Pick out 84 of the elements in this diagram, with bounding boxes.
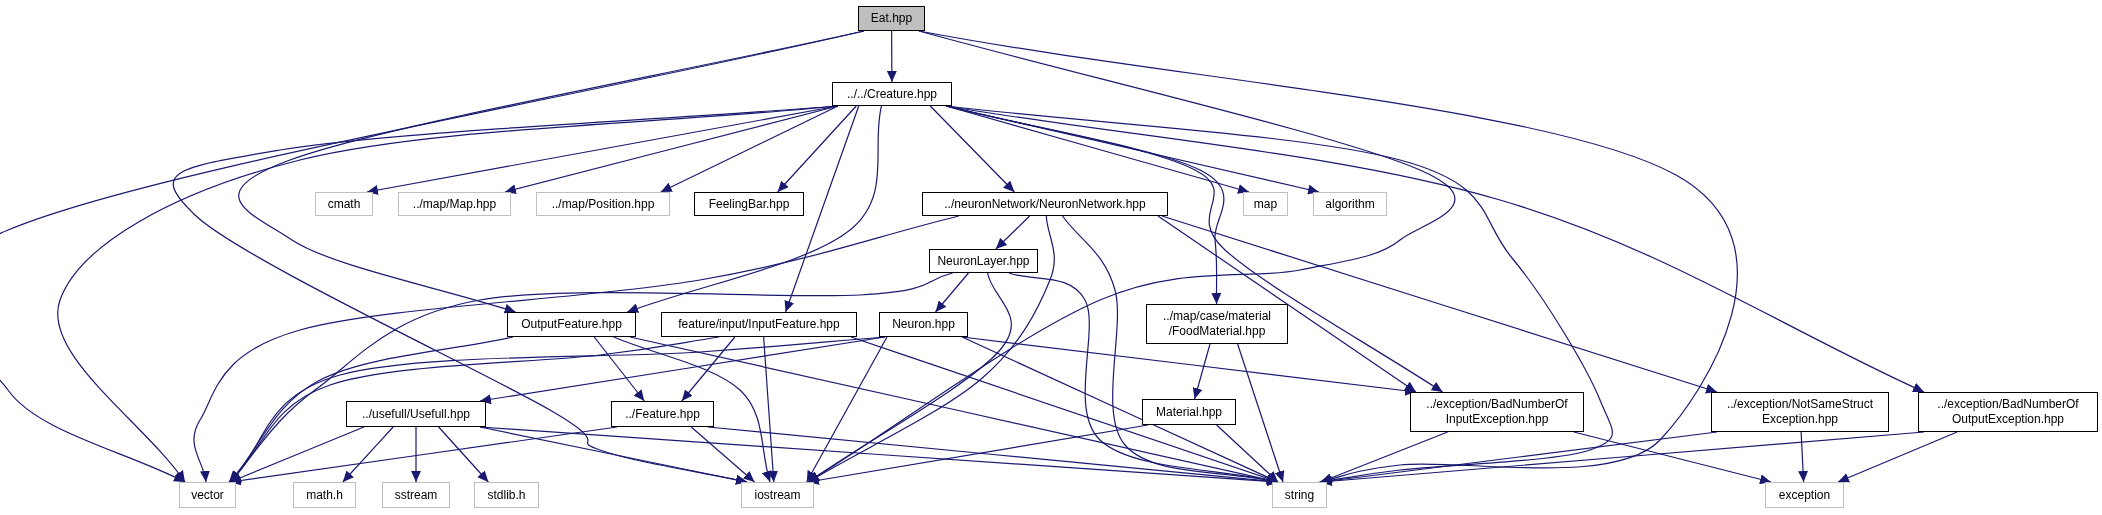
- file-box: [1272, 482, 1327, 508]
- file-name: sstream: [394, 487, 438, 503]
- arrow: [1837, 431, 1958, 483]
- file-name: ../map/Map.hpp: [412, 196, 497, 212]
- arrow: [193, 215, 960, 483]
- arrow: [690, 426, 756, 483]
- arrow: [934, 272, 970, 313]
- arrow: [763, 336, 778, 483]
- file-box: [1918, 392, 2098, 432]
- arrow: [438, 426, 489, 483]
- arrow: [1161, 215, 1718, 394]
- file-name: Eat.hpp: [870, 11, 913, 26]
- file-name: math.h: [306, 487, 343, 503]
- arrow: [626, 105, 883, 314]
- arrow: [886, 30, 897, 83]
- file-name: vector: [191, 487, 224, 503]
- file-name: map: [1253, 196, 1278, 212]
- file-box: [741, 482, 814, 508]
- file-box: [832, 82, 952, 106]
- arrow: [1320, 431, 1449, 483]
- arrow: [228, 272, 954, 483]
- arrow: [784, 105, 860, 313]
- arrow: [681, 336, 736, 402]
- file-name: ../map/Position.hpp: [551, 196, 655, 212]
- arrow: [995, 215, 1031, 250]
- file-box: [474, 482, 539, 508]
- file-name: stdlib.h: [487, 487, 526, 503]
- arrow: [613, 336, 772, 483]
- file-box: [611, 401, 714, 427]
- arrow: [1216, 424, 1279, 483]
- file-name: feature/input/InputFeature.hpp: [678, 317, 840, 332]
- arrow: [238, 30, 865, 314]
- arrow: [777, 105, 857, 193]
- file-box: [1410, 392, 1584, 432]
- file-box: [661, 312, 857, 337]
- arrow: [1237, 343, 1285, 483]
- file-box: [694, 192, 804, 216]
- arrow: [1157, 215, 1417, 393]
- file-name: cmath: [327, 196, 361, 212]
- file-box: [1711, 392, 1889, 432]
- file-name: string: [1284, 487, 1315, 503]
- file-box: [382, 482, 450, 508]
- file-box: [507, 312, 636, 337]
- file-name: ../usefull/Usefull.hpp: [361, 406, 471, 422]
- file-box: [1142, 399, 1236, 425]
- file-name: ../map/case/material /FoodMaterial.hpp: [1161, 309, 1272, 339]
- arrow: [1192, 343, 1211, 400]
- arrow: [1573, 431, 1772, 485]
- file-box: [536, 192, 670, 216]
- file-name: ../exception/BadNumberOf InputException.hpp: [1425, 397, 1569, 427]
- file-name: Material.hpp: [1155, 404, 1222, 420]
- arrow: [929, 105, 1015, 193]
- file-name: ../neuronNetwork/NeuronNetwork.hpp: [944, 196, 1146, 212]
- file-name: iostream: [754, 487, 801, 503]
- file-box: [922, 192, 1168, 216]
- file-name: exception: [1778, 487, 1831, 503]
- file-box: [315, 192, 373, 216]
- file-box: [346, 401, 486, 427]
- file-name: Neuron.hpp: [892, 317, 955, 332]
- file-box: [879, 312, 968, 337]
- arrow: [806, 336, 888, 483]
- file-box: [1146, 304, 1288, 344]
- file-box: [1243, 192, 1288, 216]
- arrow: [807, 272, 1012, 483]
- file-name: ../exception/BadNumberOf OutputException.hpp: [1936, 397, 2080, 427]
- file-name: NeuronLayer.hpp: [937, 253, 1030, 269]
- file-box: [179, 482, 236, 508]
- file-name: ../Feature.hpp: [625, 406, 700, 422]
- file-name: algorithm: [1325, 196, 1375, 212]
- arrow: [411, 426, 421, 483]
- file-box: [858, 6, 925, 31]
- file-box: [293, 482, 356, 508]
- arrow: [660, 105, 839, 193]
- file-box: [398, 192, 511, 216]
- file-name: FeelingBar.hpp: [708, 196, 790, 212]
- file-name: OutputFeature.hpp: [521, 317, 622, 332]
- file-name: ../exception/NotSameStruct Exception.hpp: [1725, 397, 1875, 427]
- file-box: [1313, 192, 1387, 216]
- arrow: [342, 426, 394, 483]
- file-name: ../../Creature.hpp: [846, 86, 937, 102]
- file-box: [1765, 482, 1844, 508]
- arrow: [593, 336, 645, 402]
- file-box: [929, 249, 1038, 273]
- arrow: [1798, 431, 1809, 483]
